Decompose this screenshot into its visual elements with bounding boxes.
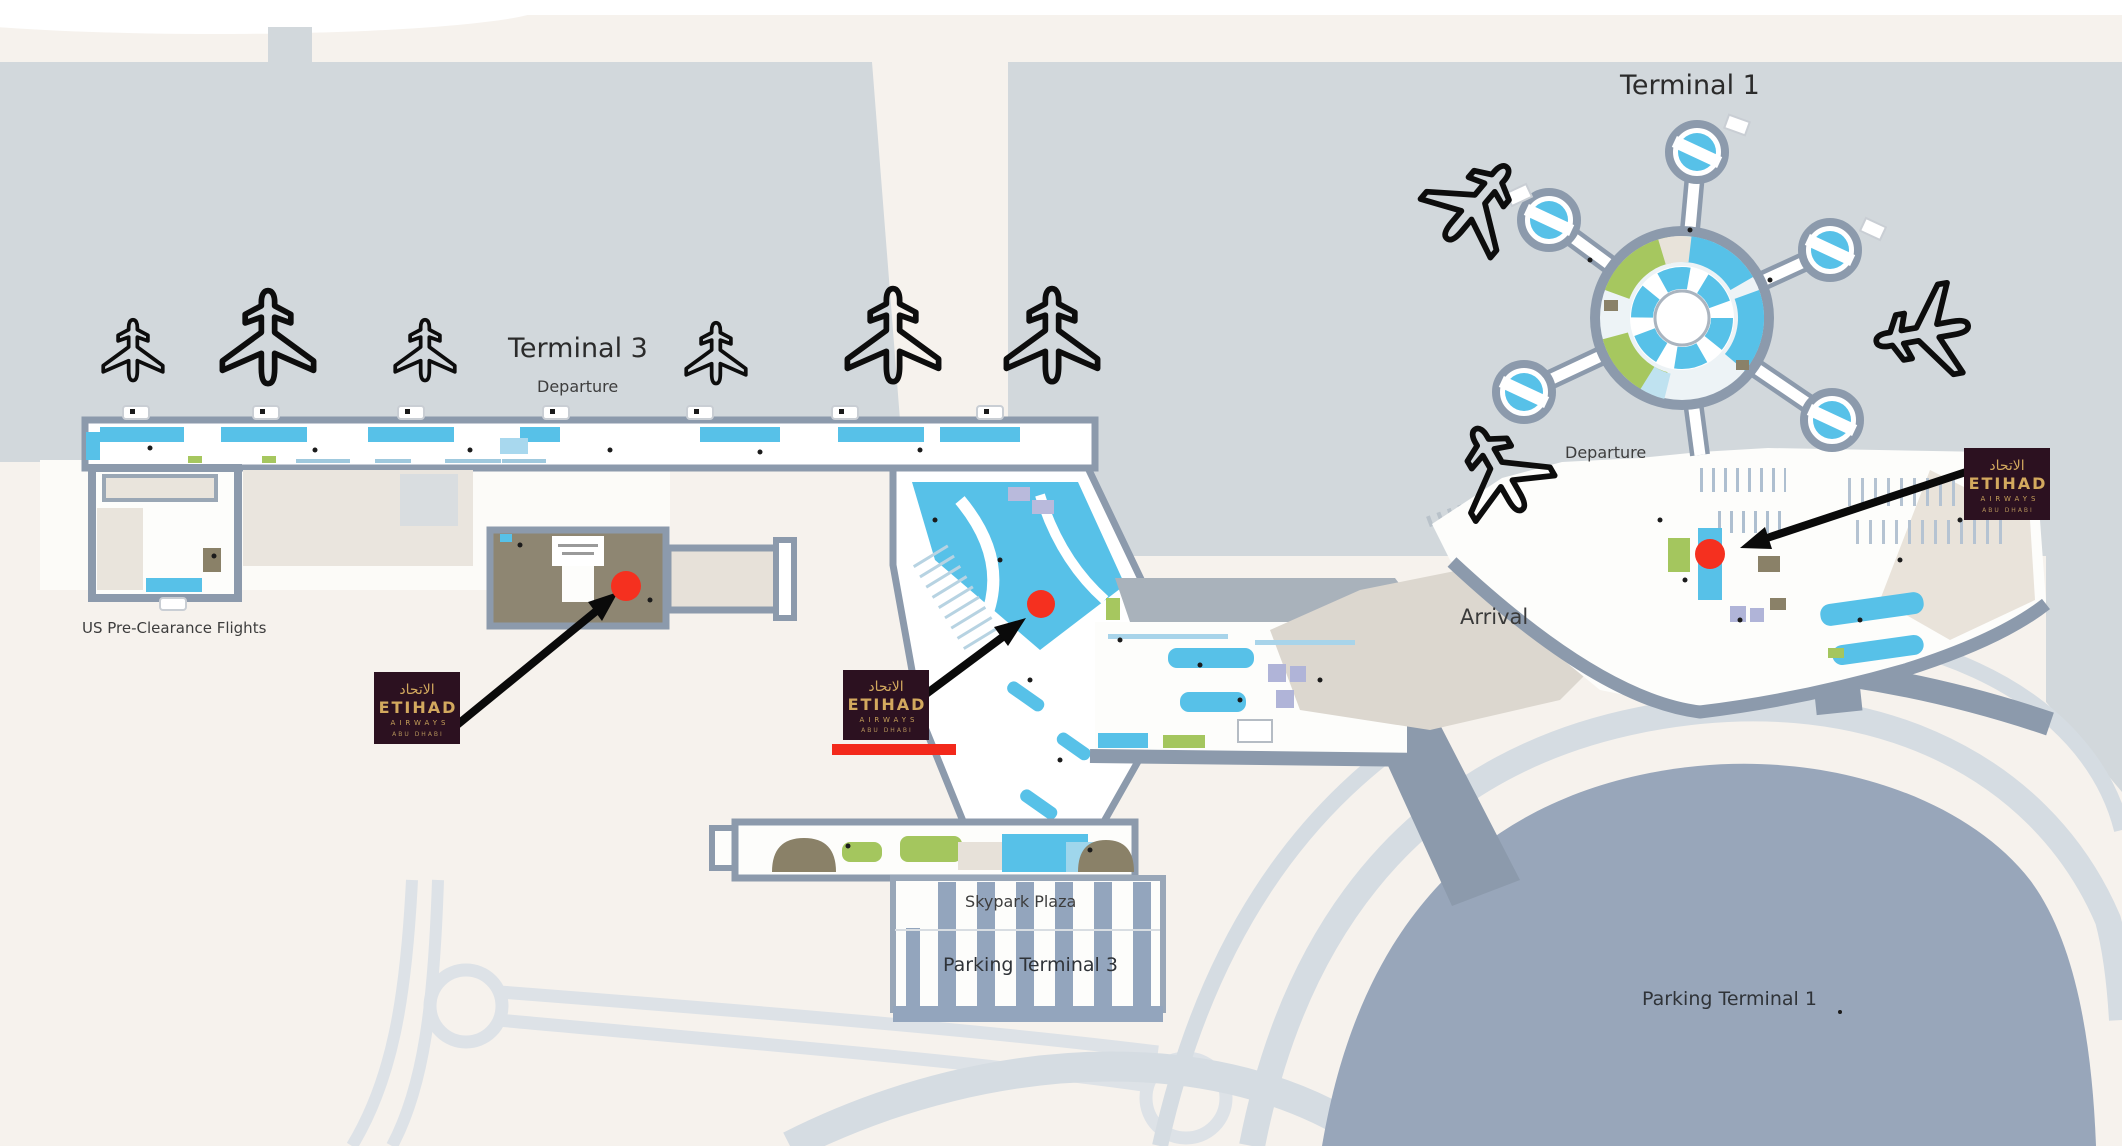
etihad-logo: الاتحاد ETIHAD AIRWAYS ABU DHABI — [1964, 448, 2050, 520]
etihad-brand: ETIHAD — [848, 695, 927, 714]
location-markers — [443, 468, 1968, 755]
etihad-brand: ETIHAD — [379, 698, 458, 717]
etihad-brand: ETIHAD — [1969, 474, 2048, 493]
gates-label-box — [552, 536, 604, 566]
terminal1-hub — [1492, 113, 1888, 457]
etihad-city: ABU DHABI — [392, 731, 444, 738]
satellite-gate — [1492, 360, 1556, 424]
arrival-label: Arrival — [1460, 605, 1528, 629]
us-preclearance-building — [88, 464, 242, 611]
skypark-plaza-label: Skypark Plaza — [965, 892, 1076, 911]
red-underline — [832, 744, 956, 755]
parking-terminal1-area — [1322, 763, 2096, 1146]
terminal-1-label: Terminal 1 — [1619, 70, 1760, 101]
arrowhead-icon — [588, 592, 618, 621]
departure-t1-label: Departure — [1565, 443, 1646, 462]
map-poi-dots — [147, 227, 1963, 1014]
map-labels: Terminal 1 Terminal 3 Departure Departur… — [82, 70, 1817, 1010]
etihad-arabic: الاتحاد — [868, 679, 903, 695]
hub-ring-segments — [1602, 235, 1764, 399]
location-dot — [1695, 539, 1725, 569]
etihad-airways: AIRWAYS — [860, 716, 919, 724]
skypark-plaza-building — [709, 818, 1139, 882]
parking-terminal1-label: Parking Terminal 1 — [1642, 988, 1817, 1010]
satellite-gate — [1800, 388, 1864, 452]
concourse-halls — [86, 427, 1020, 460]
pointer-arrows — [443, 468, 1968, 738]
satellite-gates — [1492, 113, 1888, 452]
etihad-airways: AIRWAYS — [1981, 495, 2040, 503]
parking-terminal3-garage — [890, 875, 1166, 1022]
etihad-logo: الاتحاد ETIHAD AIRWAYS ABU DHABI — [374, 672, 460, 744]
us-preclearance-label: US Pre-Clearance Flights — [82, 619, 267, 637]
satellite-gate — [1798, 218, 1862, 282]
terminal3-checkin-building — [889, 464, 1174, 882]
satellite-gate — [1517, 188, 1581, 252]
departure-t3-label: Departure — [537, 377, 618, 396]
gate-tabs — [122, 405, 1004, 420]
apron-terminal3 — [0, 62, 900, 462]
parking-terminal3-label: Parking Terminal 3 — [943, 954, 1118, 976]
terminal-3-label: Terminal 3 — [507, 333, 648, 364]
etihad-airways: AIRWAYS — [391, 719, 450, 727]
satellite-gate — [1665, 120, 1729, 184]
etihad-arabic: الاتحاد — [1989, 458, 2024, 474]
location-dot — [1027, 590, 1055, 618]
etihad-logo: الاتحاد ETIHAD AIRWAYS ABU DHABI — [843, 670, 929, 740]
roundabout — [423, 963, 509, 1049]
etihad-arabic: الاتحاد — [399, 682, 434, 698]
terminal3-central-building — [486, 526, 670, 630]
location-dot — [611, 571, 641, 601]
arrowhead-icon — [1740, 527, 1772, 549]
arrowhead-icon — [994, 618, 1026, 646]
etihad-city: ABU DHABI — [861, 727, 913, 734]
etihad-city: ABU DHABI — [1982, 507, 2034, 514]
terminal3-concourse — [81, 405, 1099, 472]
